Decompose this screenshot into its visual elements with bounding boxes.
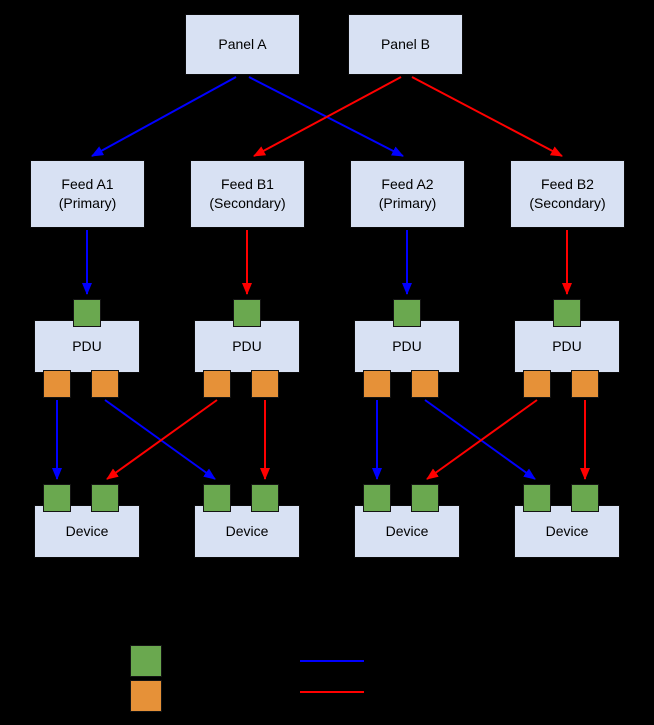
pdu3-input-port bbox=[393, 299, 421, 327]
device2-input-port-left bbox=[203, 484, 231, 512]
orange-port-legend-swatch bbox=[130, 680, 162, 712]
device2-input-port-right bbox=[251, 484, 279, 512]
panel-a-label: Panel A bbox=[218, 36, 267, 53]
device4-label: Device bbox=[545, 523, 589, 540]
panel-b-to-feed-b1-arrow bbox=[253, 76, 402, 157]
device2-label: Device bbox=[225, 523, 269, 540]
pdu4-node: PDU bbox=[514, 320, 620, 373]
panel-b-to-feed-b2-arrow bbox=[411, 76, 563, 157]
feed-a1-sublabel: (Primary) bbox=[58, 195, 117, 211]
device3-node: Device bbox=[354, 505, 460, 558]
pdu2-output-port-left bbox=[203, 370, 231, 398]
pdu1-output-port-right bbox=[91, 370, 119, 398]
device2-node: Device bbox=[194, 505, 300, 558]
feed-b2-node: Feed B2 (Secondary) bbox=[510, 160, 625, 228]
device1-input-port-left bbox=[43, 484, 71, 512]
feed-b1-node: Feed B1 (Secondary) bbox=[190, 160, 305, 228]
device3-input-port-right bbox=[411, 484, 439, 512]
pdu4-label: PDU bbox=[552, 338, 582, 355]
pdu4-output-port-left bbox=[523, 370, 551, 398]
pdu1-label: PDU bbox=[72, 338, 102, 355]
pdu2-label: PDU bbox=[232, 338, 262, 355]
pdu3-output-port-left bbox=[363, 370, 391, 398]
feed-a2-node: Feed A2 (Primary) bbox=[350, 160, 465, 228]
pdu1-output-port-left bbox=[43, 370, 71, 398]
pdu2-input-port bbox=[233, 299, 261, 327]
pdu3-node: PDU bbox=[354, 320, 460, 373]
feed-b1-label: Feed B1 bbox=[221, 176, 274, 193]
device4-input-port-left bbox=[523, 484, 551, 512]
feed-b2-label: Feed B2 bbox=[541, 176, 594, 193]
pdu4-input-port bbox=[553, 299, 581, 327]
device1-input-port-right bbox=[91, 484, 119, 512]
pdu1-to-device2-arrow bbox=[104, 399, 216, 480]
device3-input-port-left bbox=[363, 484, 391, 512]
pdu3-to-device4-arrow bbox=[424, 399, 536, 480]
pdu2-to-device1-arrow bbox=[106, 399, 218, 480]
pdu3-output-port-right bbox=[411, 370, 439, 398]
pdu1-node: PDU bbox=[34, 320, 140, 373]
device4-input-port-right bbox=[571, 484, 599, 512]
pdu2-node: PDU bbox=[194, 320, 300, 373]
pdu4-output-port-right bbox=[571, 370, 599, 398]
feed-b2-sublabel: (Secondary) bbox=[529, 195, 606, 211]
device1-node: Device bbox=[34, 505, 140, 558]
panel-a-to-feed-a1-arrow bbox=[91, 76, 237, 157]
pdu4-to-device3-arrow bbox=[426, 399, 538, 480]
device4-node: Device bbox=[514, 505, 620, 558]
device1-label: Device bbox=[65, 523, 109, 540]
feed-b1-sublabel: (Secondary) bbox=[209, 195, 286, 211]
green-port-legend-swatch bbox=[130, 645, 162, 677]
pdu2-output-port-right bbox=[251, 370, 279, 398]
panel-a-node: Panel A bbox=[185, 14, 300, 75]
panel-b-label: Panel B bbox=[380, 36, 431, 53]
feed-a2-sublabel: (Primary) bbox=[378, 195, 437, 211]
pdu3-label: PDU bbox=[392, 338, 422, 355]
panel-b-node: Panel B bbox=[348, 14, 463, 75]
pdu1-input-port bbox=[73, 299, 101, 327]
feed-a1-node: Feed A1 (Primary) bbox=[30, 160, 145, 228]
feed-a1-label: Feed A1 bbox=[61, 176, 114, 193]
device3-label: Device bbox=[385, 523, 429, 540]
feed-a2-label: Feed A2 bbox=[381, 176, 434, 193]
